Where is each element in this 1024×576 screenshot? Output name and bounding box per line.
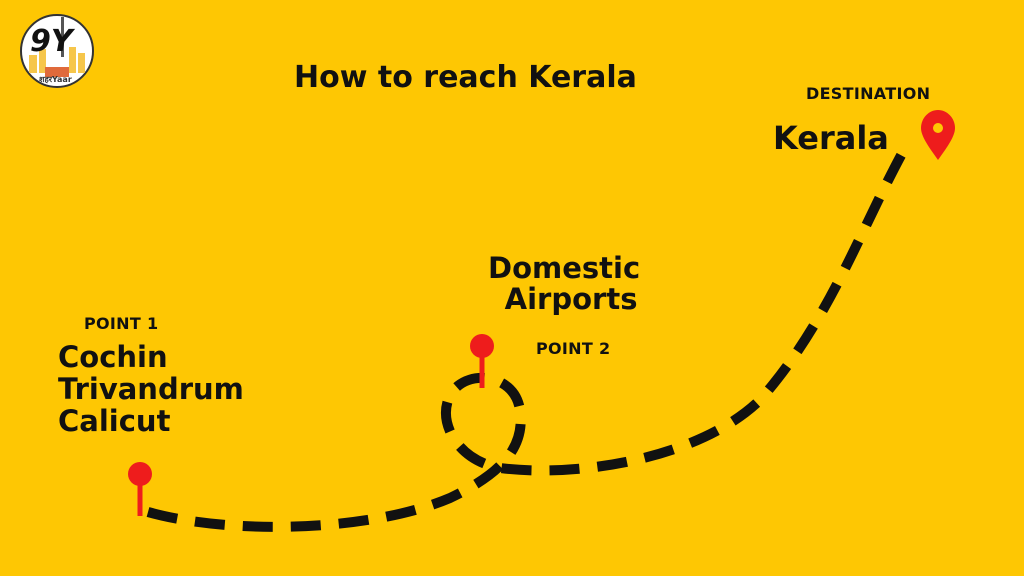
point2-name-line: Domestic — [488, 251, 641, 285]
point1-tag: POINT 1 — [84, 314, 159, 333]
dashed-route-path — [146, 145, 910, 532]
destination-location-icon — [921, 110, 955, 160]
page-title: How to reach Kerala — [294, 60, 637, 95]
logo-letters: 9Y — [30, 24, 73, 59]
point1-pin-icon — [128, 462, 152, 516]
point1-city: Trivandrum — [58, 372, 244, 407]
destination-name: Kerala — [773, 119, 889, 157]
logo-text: 9Y शहरYaar — [20, 14, 94, 88]
point1-city: Calicut — [58, 404, 171, 439]
brand-logo — [20, 14, 94, 88]
point2-name: Domestic Airports — [488, 251, 641, 317]
point2-name-line: Airports — [504, 282, 638, 317]
point2-pin-icon — [470, 334, 494, 388]
logo-subtext: शहरYaar — [39, 75, 72, 84]
destination-tag: DESTINATION — [806, 84, 931, 103]
point2-tag: POINT 2 — [536, 339, 611, 358]
point1-cities: Cochin Trivandrum Calicut — [58, 341, 244, 438]
point1-city: Cochin — [58, 340, 168, 374]
